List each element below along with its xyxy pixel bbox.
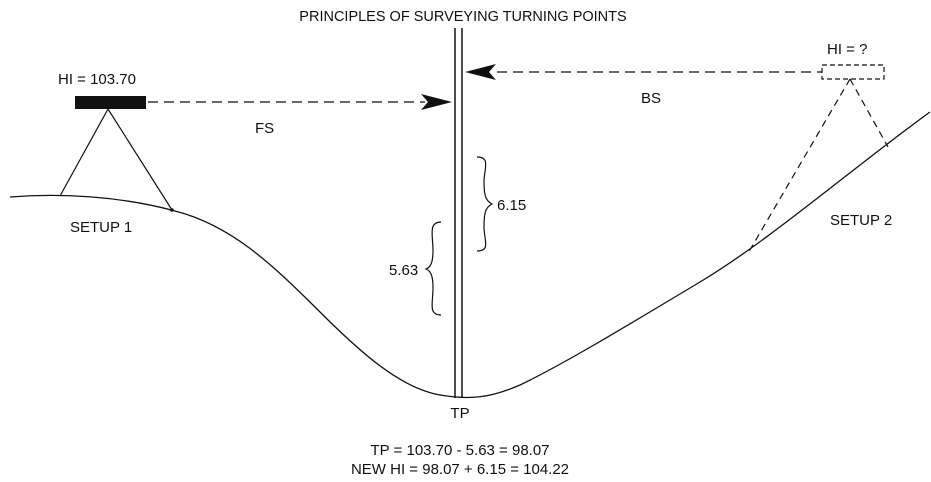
- setup-1-tripod-left-leg: [59, 108, 109, 197]
- setup-1-hi-label: HI = 103.70: [58, 71, 136, 88]
- setup-2-tripod-right-leg: [849, 78, 889, 148]
- setup-2-label: SETUP 2: [830, 212, 892, 229]
- setup-2-instrument: [821, 64, 885, 80]
- setup-1-tripod-foot: [170, 208, 174, 212]
- backsight-arrowhead: [465, 64, 496, 80]
- upper-rod-reading: 6.15: [497, 197, 526, 214]
- setup-1-label: SETUP 1: [70, 219, 132, 236]
- setup-2-hi-label: HI = ?: [827, 41, 867, 58]
- equation-new-hi: NEW HI = 98.07 + 6.15 = 104.22: [351, 461, 569, 478]
- setup-2-tripod-left-leg: [746, 78, 851, 256]
- upper-reading-brace: [476, 156, 494, 252]
- equation-turning-point: TP = 103.70 - 5.63 = 98.07: [370, 442, 549, 459]
- turning-point-label: TP: [450, 405, 469, 422]
- lower-reading-brace: [424, 221, 442, 316]
- backsight-label: BS: [641, 90, 661, 107]
- setup-1-instrument: [75, 96, 146, 109]
- lower-rod-reading: 5.63: [389, 262, 418, 279]
- foresight-label: FS: [255, 120, 274, 137]
- foresight-arrowhead: [421, 94, 452, 110]
- setup-1-tripod-right-leg: [107, 108, 173, 211]
- ground-profile: [9, 111, 931, 399]
- diagram-title: PRINCIPLES OF SURVEYING TURNING POINTS: [299, 9, 626, 25]
